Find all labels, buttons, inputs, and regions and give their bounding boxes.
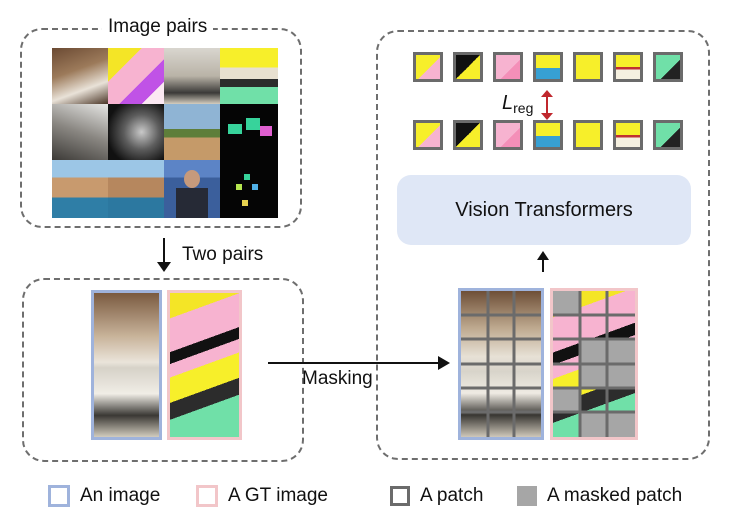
patch [573,52,603,82]
selected-pairs-box [22,278,304,462]
label-map-kitchen [220,48,278,104]
loss-label: Lreg [502,92,534,116]
patch [613,120,643,150]
label-map-bedroom [108,48,164,104]
vision-transformers-block: Vision Transformers [397,175,691,245]
patch [493,52,523,82]
legend-gt-image: A GT image [196,485,328,507]
patched-image-column [458,288,544,440]
patch [533,120,563,150]
legend-patch: A patch [390,485,483,507]
down-arrow-head [157,262,171,272]
photo-horse-race [164,104,220,160]
model-box [376,30,710,460]
patch [613,52,643,82]
selected-gt-column [167,290,242,440]
vision-transformers-label: Vision Transformers [455,198,633,221]
target-patch-row [413,120,683,154]
patch [453,120,483,150]
patch [653,120,683,150]
depth-map-office [108,104,164,160]
image-pairs-grid [52,48,278,218]
patch-swatch [390,486,410,506]
loss-double-arrow [541,90,553,120]
seg-map-horses [220,104,278,160]
masking-arrow-head [438,356,450,370]
patch [493,120,523,150]
patch [573,120,603,150]
photo-presenter [164,160,220,218]
patch [653,52,683,82]
predicted-patch-row [413,52,683,86]
down-arrow-shaft [163,238,165,266]
photo-waterfront [52,160,108,218]
image-pairs-title: Image pairs [102,16,214,38]
up-arrow-head [537,251,549,260]
photo-office [52,104,108,160]
patch [533,52,563,82]
patched-gt-column [550,288,638,440]
gt-image-swatch [196,485,218,507]
masking-arrow-shaft [268,362,440,364]
patch [413,120,443,150]
patch [453,52,483,82]
photo-kitchen [164,48,220,104]
image-swatch [48,485,70,507]
patch [413,52,443,82]
legend-masked-patch: A masked patch [517,485,682,507]
photo-waterfront-2 [108,160,164,218]
up-arrow-shaft [542,258,544,272]
keypoint-map [220,160,278,218]
masked-patch-swatch [517,486,537,506]
legend-image: An image [48,485,160,507]
two-pairs-label: Two pairs [182,244,264,265]
selected-image-column [91,290,162,440]
photo-bedroom [52,48,108,104]
masking-label: Masking [302,368,373,389]
